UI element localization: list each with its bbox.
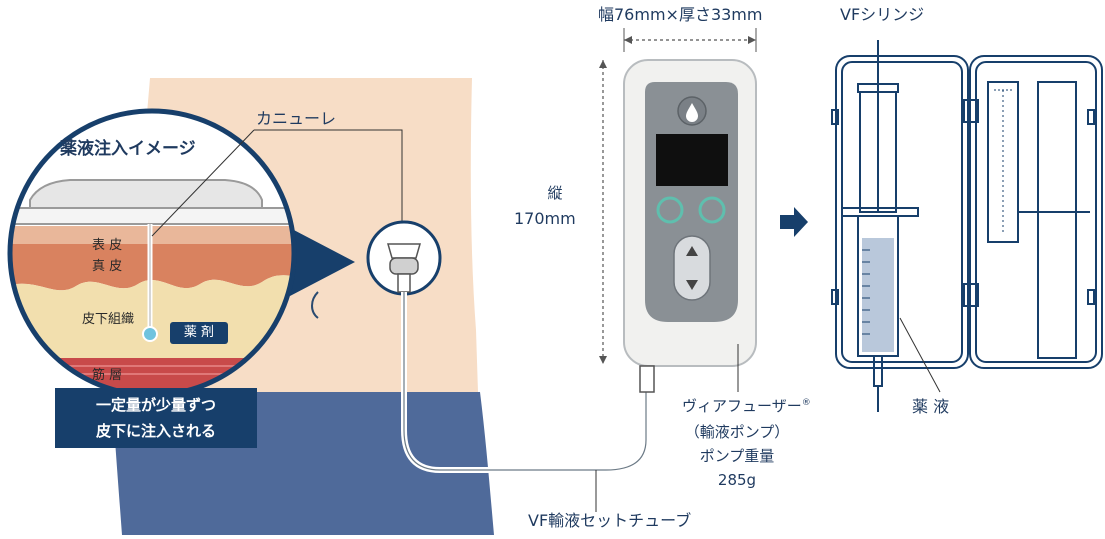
muscle-label: 筋 層 — [92, 368, 123, 383]
drug-solution-label: 薬 液 — [912, 397, 950, 416]
height-value: 170mm — [514, 209, 576, 228]
pump-name-text: ヴィアフューザー — [682, 397, 802, 415]
height-label: 縦 — [547, 184, 563, 202]
tube-label: VF輸液セットチューブ — [528, 511, 692, 530]
pump-type: （輸液ポンプ） — [684, 423, 790, 441]
injection-image-title: 薬液注入イメージ — [60, 139, 196, 159]
callout-pointer — [290, 228, 355, 296]
pump-weight-label: ポンプ重量 — [699, 447, 775, 465]
syringe-case — [831, 40, 1103, 412]
pump-weight-value: 285g — [717, 471, 757, 489]
callout-line-2: 皮下に注入される — [95, 422, 216, 440]
subcutaneous-label: 皮下組織 — [82, 312, 135, 327]
dermis-label: 真 皮 — [92, 259, 123, 274]
pump-device — [623, 59, 757, 393]
injection-callout: 一定量が少量ずつ 皮下に注入される — [55, 388, 257, 448]
syringe-label: VFシリンジ — [840, 5, 925, 24]
registered-mark: ® — [801, 398, 811, 408]
epidermis-label: 表 皮 — [92, 238, 123, 253]
width-thickness-label: 幅76mm×厚さ33mm — [598, 5, 763, 24]
pump-name: ヴィアフューザー® — [682, 397, 811, 415]
right-arrow-icon — [780, 207, 808, 237]
callout-line-1: 一定量が少量ずつ — [95, 396, 216, 414]
navel — [311, 291, 319, 319]
drug-tag: 薬 剤 — [170, 322, 228, 344]
cannula-label: カニューレ — [256, 109, 337, 128]
